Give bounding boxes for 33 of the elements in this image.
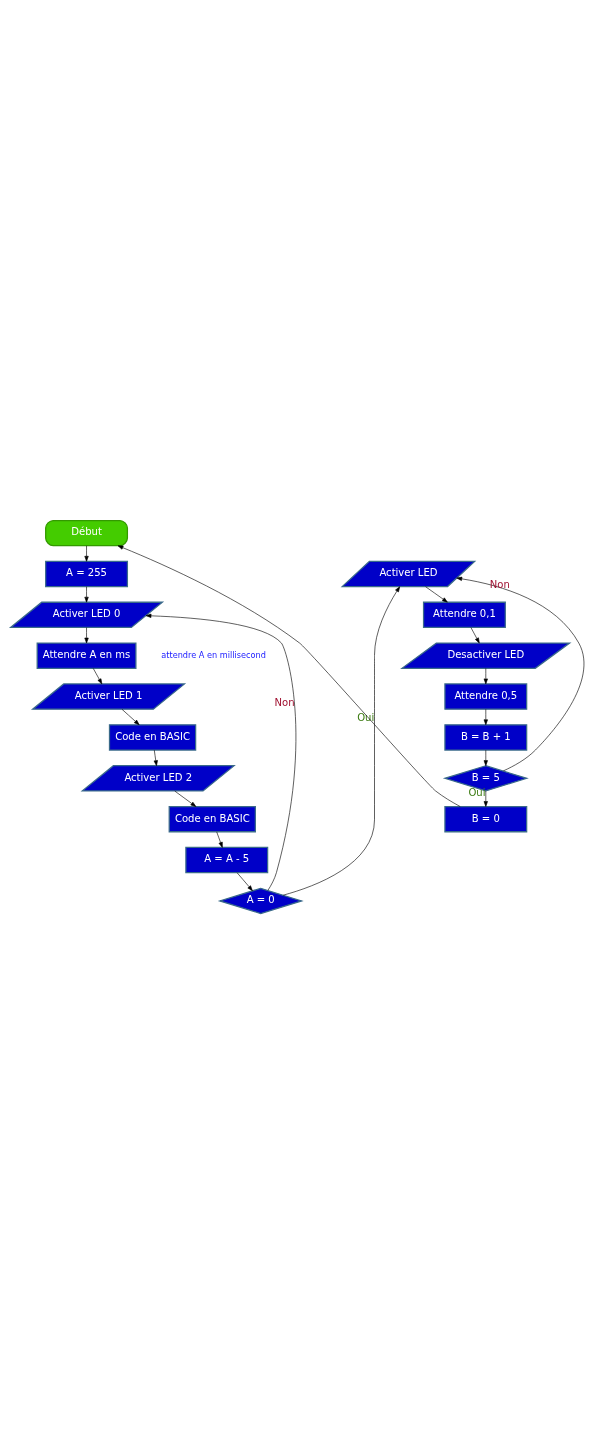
node-box: Attendre 0,1: [422, 601, 506, 629]
arrow: [92, 668, 103, 685]
arrow: [145, 613, 297, 891]
arrow: [84, 545, 89, 562]
node-box: B = B + 1: [444, 724, 528, 751]
node-box: Attendre A en ms: [36, 642, 137, 669]
arrow: [153, 749, 158, 766]
node-box: Code en BASIC: [108, 724, 197, 751]
edge-label: Non: [274, 696, 295, 708]
node-box: Code en BASIC: [168, 805, 256, 833]
node-label: attendre A en millisecond: [161, 649, 266, 660]
arrow: [483, 708, 488, 726]
arrow: [483, 749, 488, 766]
arrow: [84, 586, 89, 603]
arrow: [470, 627, 480, 644]
arrow: [174, 790, 197, 807]
node-box: A = A - 5: [185, 846, 269, 874]
arrow: [483, 790, 488, 807]
arrow: [456, 576, 585, 772]
node-box: Début: [45, 519, 129, 547]
arrow: [282, 586, 401, 896]
arrow: [236, 872, 253, 891]
edge-label: Oui: [357, 712, 375, 724]
node-box: Attendre 0,5: [444, 683, 528, 710]
arrow: [216, 831, 223, 848]
arrow: [84, 627, 89, 644]
node-box: B = 0: [444, 805, 528, 833]
arrow: [121, 708, 140, 726]
arrow: [425, 586, 448, 603]
edge-label: Non: [489, 578, 510, 590]
node-box: A = 255: [45, 560, 129, 588]
arrow: [117, 545, 461, 807]
arrow: [483, 668, 488, 685]
